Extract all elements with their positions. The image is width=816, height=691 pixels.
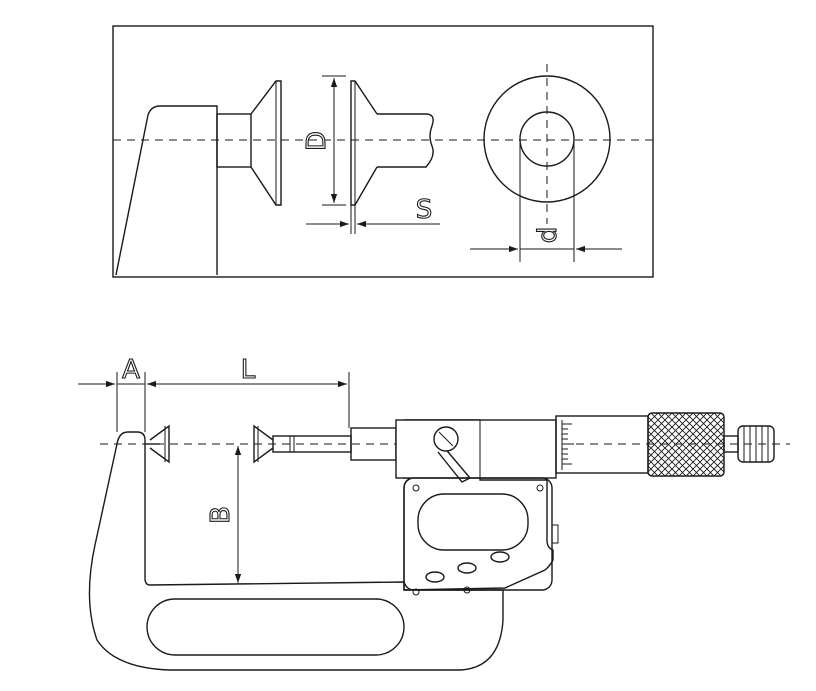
detail-frame	[112, 25, 654, 278]
housing-top	[395, 419, 557, 479]
side-port	[551, 524, 559, 544]
label-D: D	[302, 131, 332, 151]
label-A: A	[122, 355, 140, 385]
button-1[interactable]	[425, 571, 445, 583]
label-d: d	[533, 227, 563, 244]
outer-face-circle	[483, 75, 611, 203]
frame-window	[146, 598, 405, 656]
thimble-scale	[562, 423, 574, 465]
label-L: L	[241, 355, 256, 385]
anvil-stem	[216, 113, 252, 168]
label-S: S	[416, 195, 433, 225]
button-2[interactable]	[457, 562, 477, 574]
lcd-display	[417, 493, 529, 551]
spindle-shaft	[377, 113, 434, 168]
anvil-body	[115, 105, 218, 276]
button-3[interactable]	[490, 551, 510, 563]
micrometer-assembly: A L B	[78, 354, 790, 671]
knurled-grip[interactable]	[647, 412, 725, 477]
detail-panel: D S d	[112, 25, 654, 278]
right-disc	[350, 80, 378, 206]
anvil-disc	[149, 424, 170, 464]
spindle-disc	[253, 424, 274, 464]
lock-lever[interactable]	[437, 445, 472, 483]
label-B: B	[206, 506, 236, 524]
left-disc	[250, 80, 282, 206]
c-frame	[88, 431, 504, 671]
